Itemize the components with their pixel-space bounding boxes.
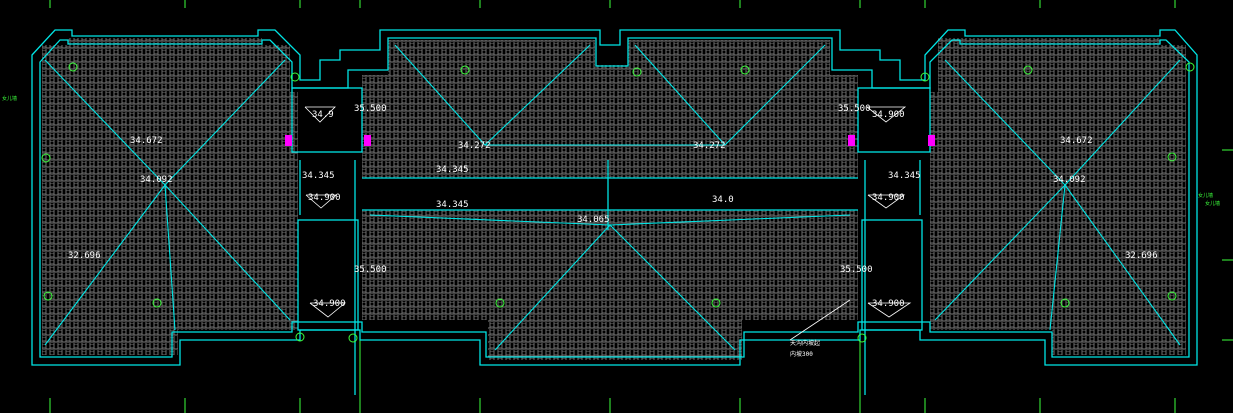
elev-left-center: 34.092 <box>140 175 173 185</box>
elev-right-low: 32.696 <box>1125 251 1158 261</box>
roof-outline <box>31 29 1198 395</box>
note-right-edge-1: 女儿墙 <box>1198 192 1213 199</box>
elev-stair-r-bot: 35.500 <box>840 265 873 275</box>
elev-stair-r-top: 35.500 <box>838 104 871 114</box>
tag-bl: 34.900 <box>313 299 346 309</box>
tag-mr: 34.900 <box>872 193 905 203</box>
elev-side-r: 34.345 <box>888 171 921 181</box>
tag-tl: 34.9 <box>312 110 334 120</box>
drain-markers <box>41 62 1195 343</box>
tag-boxes <box>304 106 912 318</box>
roof-tiles <box>42 38 1186 360</box>
elev-right-center: 34.092 <box>1053 175 1086 185</box>
notes: 天沟内坡起 内坡300 女儿墙 女儿墙 女儿墙 <box>2 95 1220 358</box>
tag-br: 34.900 <box>872 299 905 309</box>
note-bottom-2: 内坡300 <box>790 350 813 358</box>
elev-stair-l-bot: 35.500 <box>354 265 387 275</box>
elev-mid-right-peak: 34.272 <box>693 141 726 151</box>
tag-ml: 34.900 <box>308 193 341 203</box>
note-right-edge-2: 女儿墙 <box>1205 200 1220 207</box>
elev-mid-left-peak: 34.272 <box>458 141 491 151</box>
elev-center-note: 34.0 <box>712 195 734 205</box>
elev-mid-center: 34.345 <box>436 165 469 175</box>
elevation-labels: 34.672 34.092 32.696 34.272 34.272 34.34… <box>68 104 1158 275</box>
tag-tr: 34.900 <box>872 110 905 120</box>
elev-side-l: 34.345 <box>302 171 335 181</box>
elev-left-low: 32.696 <box>68 251 101 261</box>
elev-center-low: 34.065 <box>577 215 610 225</box>
elev-stair-l-top: 35.500 <box>354 104 387 114</box>
tag-labels: 34.9 34.900 34.900 34.900 34.900 34.900 <box>308 110 905 309</box>
elev-right-peak: 34.672 <box>1060 136 1093 146</box>
grid-ticks <box>49 0 1233 413</box>
note-bottom-1: 天沟内坡起 <box>790 339 820 347</box>
elev-corridor: 34.345 <box>436 200 469 210</box>
elev-left-peak: 34.672 <box>130 136 163 146</box>
ridge-lines <box>44 44 1181 351</box>
magenta-markers <box>285 135 935 146</box>
note-left-edge: 女儿墙 <box>2 95 17 102</box>
